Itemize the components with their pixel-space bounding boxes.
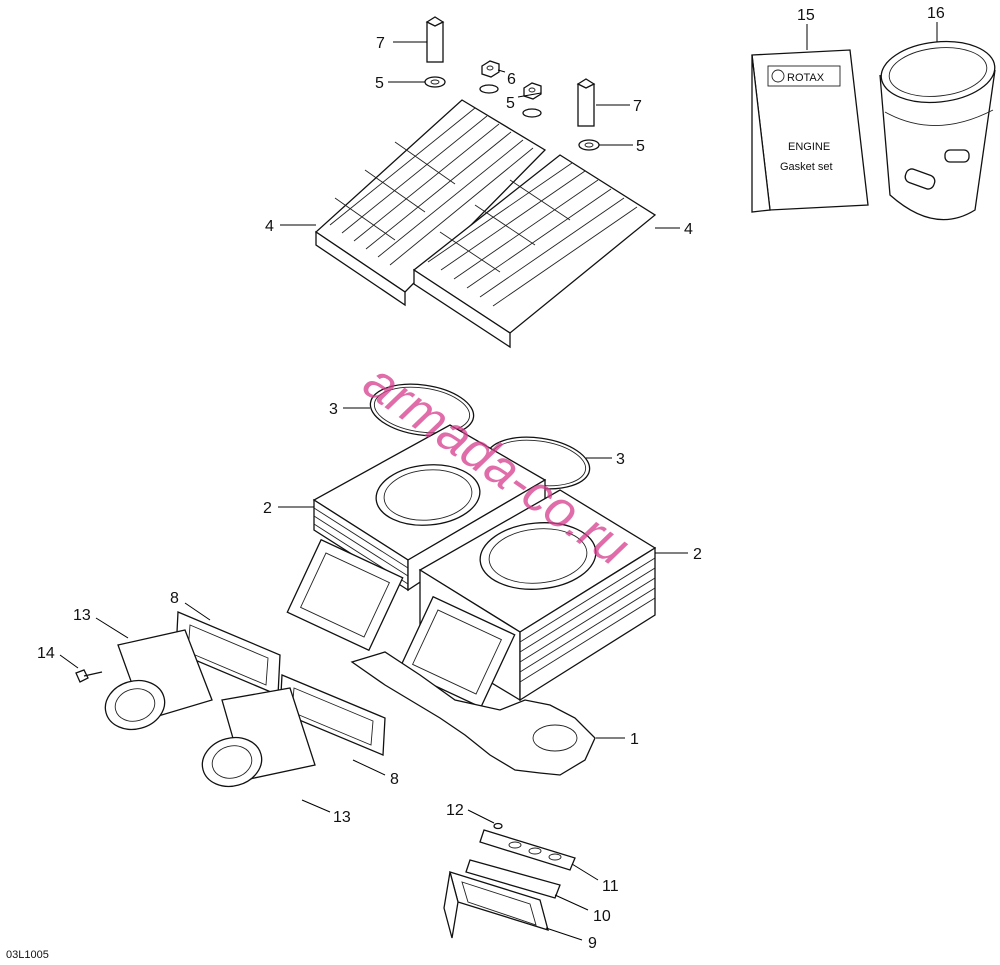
cylinder-right — [286, 489, 657, 709]
cylinder-head-right — [412, 154, 657, 349]
callout-4-left: 4 — [265, 218, 274, 235]
callout-5-left: 5 — [375, 75, 384, 92]
callout-14: 14 — [37, 645, 55, 662]
callout-4-right: 4 — [684, 221, 693, 238]
callout-15: 15 — [797, 7, 815, 24]
intake-manifold-13-right — [201, 687, 316, 788]
washer-5-mid-right — [522, 108, 542, 118]
reed-block-9 — [443, 871, 549, 939]
callout-numbers: 7 5 6 5 7 5 15 16 4 4 3 3 2 2 1 8 8 13 1… — [37, 5, 945, 952]
callout-10: 10 — [593, 908, 611, 925]
callout-9: 9 — [588, 935, 597, 952]
callout-8-top: 8 — [170, 590, 179, 607]
gasket-kit-subtitle: Gasket set — [780, 161, 833, 173]
callout-3-right: 3 — [616, 451, 625, 468]
callout-3-left: 3 — [329, 401, 338, 418]
callout-16: 16 — [927, 5, 945, 22]
nut-6-left — [481, 60, 500, 78]
stud-7-right — [576, 78, 596, 127]
callout-13-bottom: 13 — [333, 809, 351, 826]
reed-petal-10 — [465, 859, 561, 899]
cylinder-sleeve-16 — [879, 40, 996, 221]
washer-5-mid-left — [479, 84, 499, 94]
callout-12: 12 — [446, 802, 464, 819]
callout-7-left: 7 — [376, 35, 385, 52]
callout-11: 11 — [602, 878, 619, 895]
screw-12 — [493, 822, 503, 830]
callout-2-right: 2 — [693, 546, 702, 563]
screw-14 — [75, 669, 103, 683]
intake-manifold-13-left — [104, 629, 213, 731]
callout-1: 1 — [630, 731, 639, 748]
leader-lines — [59, 22, 938, 941]
stud-7-left — [425, 16, 445, 63]
washer-5-left — [424, 76, 446, 88]
cylinder-left — [312, 424, 547, 592]
cylinder-head-left — [314, 99, 547, 307]
reed-stop-11 — [479, 829, 576, 871]
gasket-kit-brand: ROTAX — [787, 72, 825, 84]
callout-13-top: 13 — [73, 607, 91, 624]
reference-code: 03L1005 — [6, 949, 49, 961]
gasket-kit-15: ROTAX ENGINE Gasket set — [751, 49, 869, 213]
callout-5-mid: 5 — [506, 95, 515, 112]
washer-5-right — [578, 139, 600, 151]
base-gasket-1 — [350, 651, 596, 776]
callout-8-bottom: 8 — [390, 771, 399, 788]
callout-6: 6 — [507, 71, 516, 88]
callout-7-right: 7 — [633, 98, 642, 115]
callout-5-right: 5 — [636, 138, 645, 155]
gasket-kit-title: ENGINE — [788, 141, 830, 153]
callout-2-left: 2 — [263, 500, 272, 517]
o-ring-3-left — [369, 383, 475, 437]
nut-6-right — [523, 82, 542, 100]
